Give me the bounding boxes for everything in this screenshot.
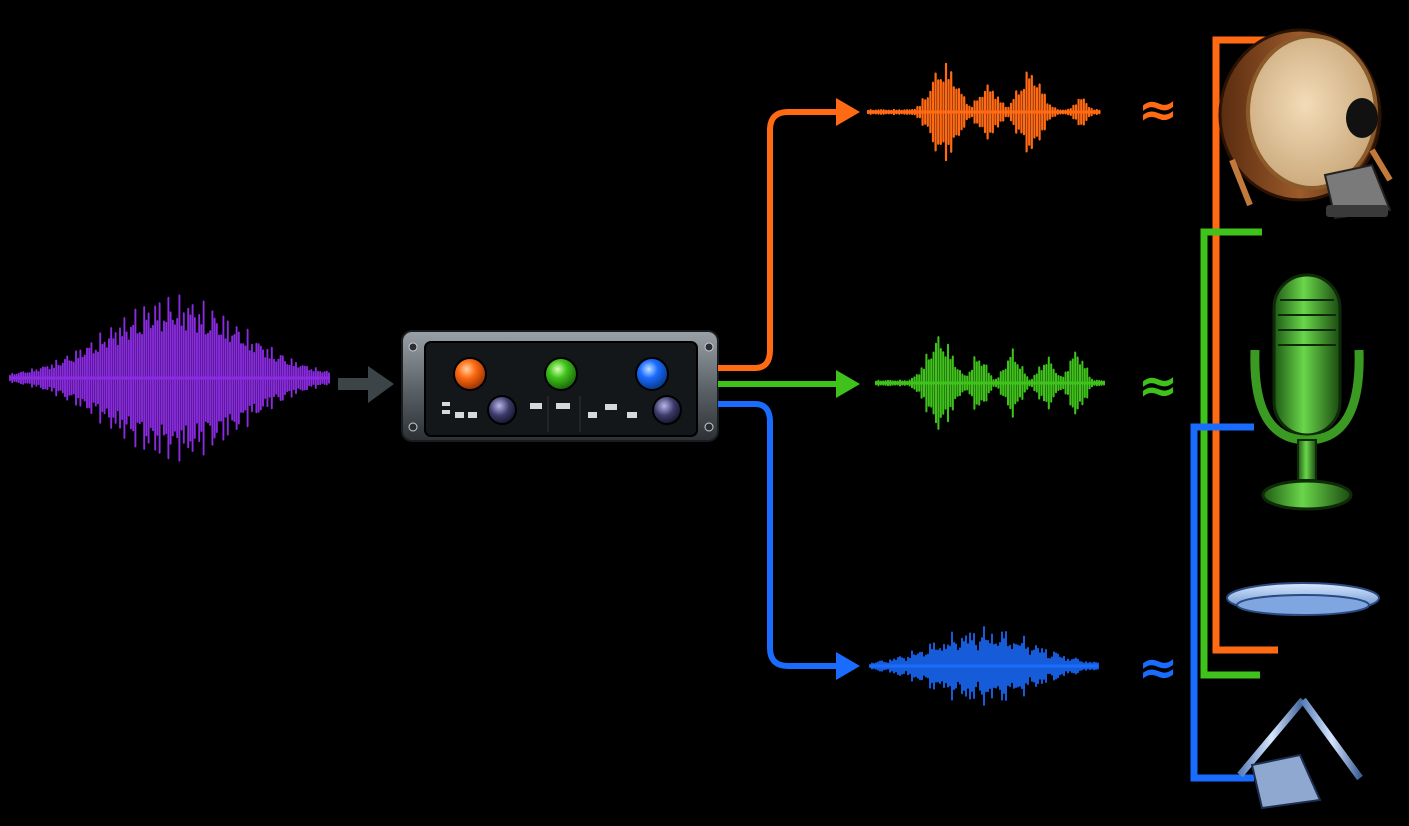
led-orange	[453, 357, 487, 391]
approx-symbol-kick: ≈	[1138, 82, 1179, 138]
approx-symbol-vocal: ≈	[1138, 358, 1179, 414]
input-waveform-icon	[9, 294, 330, 462]
flow-arrow-vocal	[718, 370, 860, 398]
input-waveform	[9, 294, 330, 462]
hi-hat-cymbal-icon	[1226, 548, 1380, 810]
led-blue	[635, 357, 669, 391]
flow-arrow-kick	[718, 98, 860, 371]
vocal-waveform-icon	[874, 336, 1106, 430]
mapping-brackets	[1190, 36, 1278, 782]
kick-waveform-icon	[866, 62, 1101, 162]
audio-interface-icon	[401, 330, 719, 442]
hihat-waveform-icon	[869, 626, 1099, 706]
flow-arrow-hihat	[718, 401, 860, 680]
output-flow-arrows	[718, 98, 860, 680]
led-green	[544, 357, 578, 391]
input-arrow-icon	[338, 366, 394, 403]
bracket-kick	[1212, 36, 1278, 654]
bracket-hihat	[1190, 423, 1254, 782]
bracket-vocal	[1200, 228, 1262, 679]
input-arrow	[338, 366, 394, 403]
knob-right	[652, 395, 682, 425]
bass-drum-icon	[1218, 28, 1393, 220]
approx-symbol-hihat: ≈	[1138, 640, 1179, 696]
output-waveforms	[866, 62, 1106, 706]
microphone-icon	[1250, 273, 1364, 511]
knob-left	[487, 395, 517, 425]
